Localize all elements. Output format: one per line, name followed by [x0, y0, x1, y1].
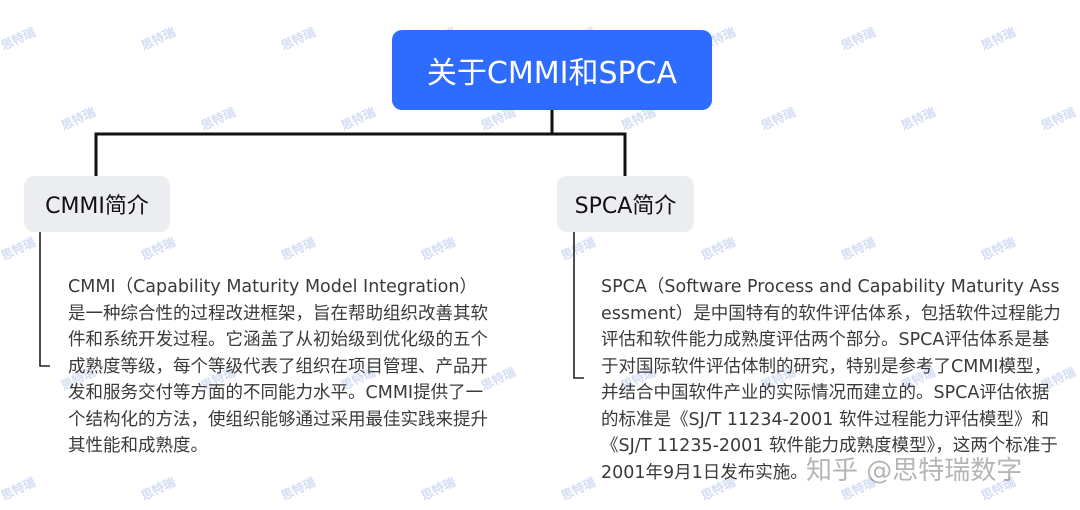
brand-overlay-text: 知乎 @思特瑞数字 [806, 456, 1023, 486]
right-detail-bracket [573, 232, 584, 379]
spca-description: SPCA（Software Process and Capability Mat… [601, 277, 1061, 483]
left-detail-bracket [39, 232, 50, 367]
root-to-branches-connector [94, 110, 627, 176]
root-node-title: 关于CMMI和SPCA [392, 30, 712, 110]
branch-spca: SPCA简介 [557, 176, 694, 232]
branch-cmmi: CMMI简介 [24, 176, 170, 232]
cmmi-description: CMMI（Capability Maturity Model Integrati… [68, 277, 488, 456]
